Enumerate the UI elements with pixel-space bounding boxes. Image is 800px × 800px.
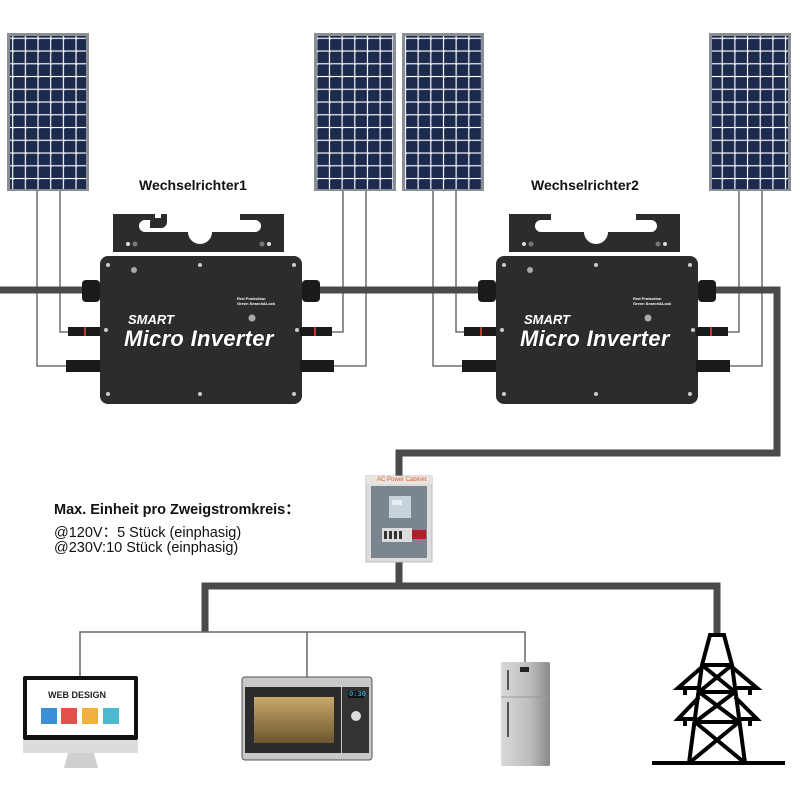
inverter-2-led-label-2: Green Search&Lock — [633, 301, 672, 306]
microwave-display: 0:30 — [349, 690, 366, 698]
notes-line-230v: @230V:10 Stück (einphasig) — [54, 540, 239, 556]
inverter-1-label: Wechselrichter1 — [139, 177, 247, 193]
inverter-2-brand-smart: SMART — [524, 312, 570, 327]
solar-panel-1 — [7, 33, 89, 191]
load-wires — [79, 631, 526, 677]
solar-panel-4 — [709, 33, 791, 191]
ac-cabinet-icon — [365, 475, 433, 563]
inverter-2-led-label-1: Red Protection — [633, 296, 662, 301]
inverter-1-led-label-1: Red Protection — [237, 296, 266, 301]
solar-panel-2 — [314, 33, 396, 191]
dc-wires — [36, 191, 763, 367]
ac-cable — [0, 286, 781, 636]
inverter-2-brand-name: Micro Inverter — [520, 326, 670, 351]
micro-inverter-2 — [462, 214, 730, 404]
monitor-screen-text: WEB DESIGN — [48, 690, 107, 700]
notes-line-120v: @120V：5 Stück (einphasig) — [54, 525, 242, 541]
inverter-1-brand-name: Micro Inverter — [124, 326, 274, 351]
refrigerator-icon — [501, 662, 550, 766]
notes-heading: Max. Einheit pro Zweigstromkreis： — [54, 502, 300, 518]
inverter-2-label: Wechselrichter2 — [531, 177, 639, 193]
microwave-icon — [241, 676, 373, 761]
inverter-1-led-label-2: Green Search&Lock — [237, 301, 276, 306]
computer-monitor-icon — [23, 676, 138, 768]
solar-panel-3 — [402, 33, 484, 191]
micro-inverter-1 — [66, 214, 334, 404]
ac-cabinet-label: AC Power Cabinet — [377, 477, 427, 483]
power-tower-icon — [652, 633, 785, 765]
inverter-1-brand-smart: SMART — [128, 312, 174, 327]
